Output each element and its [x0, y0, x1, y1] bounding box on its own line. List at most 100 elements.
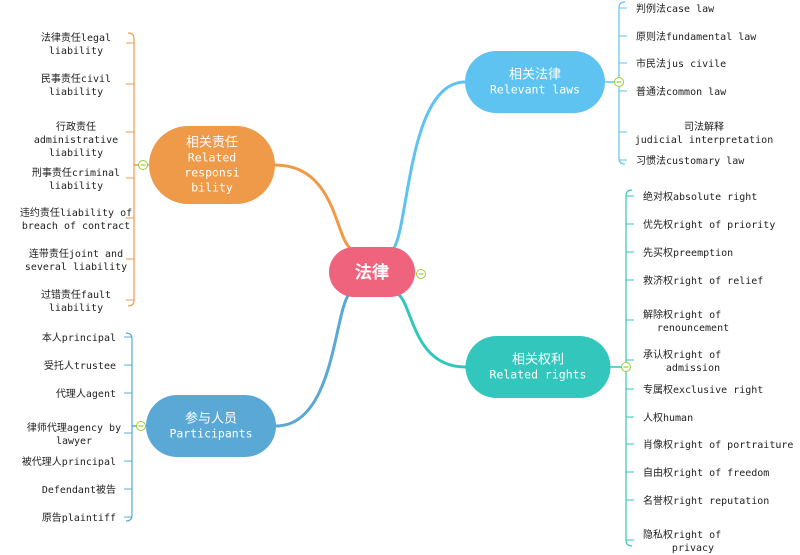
leaf-item-relevant-laws[interactable]: 市民法jus civile — [636, 57, 726, 70]
leaf-item-related-responsibility[interactable]: 民事责任civil liability — [41, 72, 111, 98]
leaf-item-participants[interactable]: 代理人agent — [56, 388, 116, 400]
collapse-toggle-icon[interactable] — [621, 362, 631, 372]
leaf-item-participants[interactable]: 原告plaintiff — [42, 511, 116, 524]
leaf-text-related-responsibility: 法律责任legal — [41, 31, 111, 44]
leaf-text-relevant-laws: judicial interpretation — [635, 135, 773, 146]
topic-node-related-responsibility-shape — [149, 126, 275, 204]
leaf-item-participants[interactable]: 本人principal — [42, 331, 116, 344]
leaf-text-related-rights: 救济权right of relief — [643, 274, 763, 287]
connector-relevant-laws — [392, 80, 467, 250]
topic-label-relevant-laws-line: Relevant laws — [490, 83, 580, 97]
leaf-text-related-responsibility: 民事责任civil — [41, 72, 111, 85]
center-node-shape — [329, 247, 415, 297]
leaf-text-participants: 代理人agent — [56, 388, 116, 400]
leaf-text-participants: 受托人trustee — [44, 359, 116, 372]
leaf-item-related-rights[interactable]: 专属权exclusive right — [643, 383, 763, 396]
leaf-text-related-responsibility: breach of contract — [22, 221, 130, 232]
leaf-text-related-responsibility: liability — [49, 87, 103, 98]
leaf-text-relevant-laws: 判例法case law — [636, 2, 715, 15]
collapse-toggle-icon[interactable] — [416, 269, 426, 279]
leaf-item-related-rights[interactable]: 救济权right of relief — [643, 274, 763, 287]
leaf-text-related-rights: 先买权preemption — [643, 246, 733, 259]
leaf-item-relevant-laws[interactable]: 司法解释 judicial interpretation — [635, 120, 773, 146]
leaf-item-related-rights[interactable]: 隐私权right of privacy — [643, 528, 721, 554]
leaf-text-related-rights: renouncement — [657, 323, 729, 334]
leaf-item-relevant-laws[interactable]: 普通法common law — [636, 85, 727, 98]
leaf-item-participants[interactable]: 被代理人principal — [22, 455, 116, 468]
leaf-text-relevant-laws: 原则法fundamental law — [636, 30, 757, 43]
leaf-text-participants: 被代理人principal — [22, 455, 116, 468]
leaf-text-related-responsibility: 连带责任joint and — [29, 247, 123, 260]
leaf-item-related-responsibility[interactable]: 连带责任joint and several liability — [25, 247, 127, 273]
leaf-item-related-rights[interactable]: 人权human — [643, 411, 693, 424]
topic-label-related-responsibility-line: responsi — [184, 166, 239, 180]
connector-lines — [124, 1, 634, 547]
center-node-label: 法律 — [355, 262, 389, 283]
leaf-text-related-rights: privacy — [672, 543, 714, 554]
leaf-text-related-responsibility: several liability — [25, 262, 127, 273]
leaf-text-related-responsibility: administrative — [34, 135, 118, 146]
topic-label-related-responsibility-line: 相关责任 — [186, 136, 238, 151]
topic-node-related-rights-shape — [465, 336, 611, 398]
leaf-item-related-rights[interactable]: 先买权preemption — [643, 246, 733, 259]
leaf-item-related-rights[interactable]: 绝对权absolute right — [643, 190, 757, 203]
leaf-text-participants: 本人principal — [42, 331, 116, 344]
leaf-item-related-responsibility[interactable]: 过错责任fault liability — [41, 288, 111, 314]
leaf-text-related-rights: 人权human — [643, 411, 693, 424]
leaf-item-related-responsibility[interactable]: 法律责任legal liability — [41, 31, 111, 57]
leaf-item-related-rights[interactable]: 名誉权right reputation — [643, 494, 769, 507]
topic-node-relevant-laws-shape — [465, 51, 605, 113]
topic-label-related-rights-line: 相关权利 — [512, 352, 564, 368]
leaf-text-relevant-laws: 市民法jus civile — [636, 57, 726, 70]
leaf-text-participants: 原告plaintiff — [42, 511, 116, 524]
leaf-item-participants[interactable]: 受托人trustee — [44, 359, 116, 372]
leaf-item-relevant-laws[interactable]: 习惯法customary law — [636, 154, 745, 167]
leaf-text-participants: lawyer — [56, 436, 92, 447]
leaf-item-related-rights[interactable]: 自由权right of freedom — [643, 466, 769, 479]
leaf-item-participants[interactable]: Defendant被告 — [42, 483, 116, 496]
collapse-toggle-icon[interactable] — [614, 77, 624, 87]
collapse-toggle-icon[interactable] — [136, 421, 146, 431]
collapse-toggle-icon[interactable] — [138, 160, 148, 170]
leaf-text-related-rights: 优先权right of priority — [643, 218, 775, 231]
leaf-item-related-rights[interactable]: 优先权right of priority — [643, 218, 775, 231]
leaf-text-participants: Defendant被告 — [42, 483, 116, 496]
leaf-text-related-rights: 肖像权right of portraiture — [643, 438, 793, 451]
leaf-item-related-rights[interactable]: 肖像权right of portraiture — [643, 438, 793, 451]
connector-participants — [274, 292, 351, 428]
topic-label-related-responsibility-line: Related — [188, 151, 236, 165]
leaf-text-related-responsibility: liability — [49, 303, 103, 314]
topic-label-relevant-laws-line: 相关法律 — [509, 68, 561, 83]
leaf-text-related-rights: 专属权exclusive right — [643, 383, 763, 396]
leaf-text-related-responsibility: liability — [49, 148, 103, 159]
leaf-text-related-responsibility: 过错责任fault — [41, 288, 111, 301]
leaf-text-related-responsibility: liability — [49, 46, 103, 57]
leaf-item-relevant-laws[interactable]: 原则法fundamental law — [636, 30, 757, 43]
leaf-text-related-rights: 隐私权right of — [643, 528, 721, 541]
leaf-item-relevant-laws[interactable]: 判例法case law — [636, 2, 715, 15]
collapse-toggles — [136, 77, 631, 431]
leaf-bracket-participants — [125, 332, 133, 522]
center-node[interactable]: 法律 — [329, 247, 415, 297]
leaf-text-related-rights: admission — [666, 363, 720, 374]
leaf-item-related-rights[interactable]: 解除权right of renouncement — [643, 308, 729, 334]
leaf-text-related-responsibility: 刑事责任criminal — [32, 166, 120, 179]
leaf-text-related-rights: 绝对权absolute right — [643, 190, 757, 203]
topic-label-related-responsibility-line: bility — [191, 181, 233, 195]
leaf-text-relevant-laws: 司法解释 — [684, 120, 724, 133]
leaf-items: 判例法case law 原则法fundamental law 市民法jus civi… — [20, 2, 794, 554]
leaf-text-related-rights: 名誉权right reputation — [643, 494, 769, 507]
leaf-text-related-rights: 承认权right of — [643, 348, 721, 361]
leaf-text-related-rights: 解除权right of — [643, 308, 721, 321]
leaf-item-related-rights[interactable]: 承认权right of admission — [643, 348, 721, 374]
